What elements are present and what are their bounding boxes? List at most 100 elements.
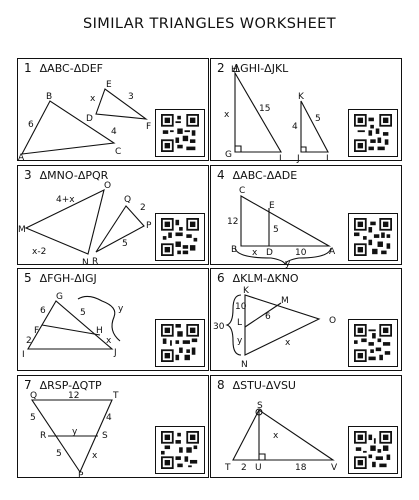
qr-code-box [348, 426, 398, 474]
problem-statement: ΔABC-ΔDEF [39, 62, 103, 75]
segment-fh [41, 324, 101, 336]
problem-number: 8 [217, 378, 225, 392]
vertex-label: L [326, 154, 331, 164]
side-length: 2 [26, 336, 32, 346]
vertex-label: R [40, 431, 46, 441]
vertex-label: T [112, 391, 119, 401]
vertex-label: M [18, 225, 26, 235]
problem-panel-3: 3 ΔMNO-ΔPQR O 4+x M x-2 N Q 2 P 5 R [17, 165, 209, 268]
side-length: 5 [80, 308, 86, 318]
side-length: 6 [28, 120, 34, 130]
triangle-figure: B A C 6 E D F x 3 4 [18, 80, 151, 163]
qr-code [354, 324, 392, 362]
vertex-label: C [115, 147, 121, 157]
problem-header: 1 ΔABC-ΔDEF [24, 61, 103, 75]
side-length: y [118, 304, 124, 314]
side-length: x [92, 451, 98, 461]
problem-header: 3 ΔMNO-ΔPQR [24, 168, 108, 182]
problem-number: 1 [24, 61, 32, 75]
triangle-abc [240, 195, 332, 247]
vertex-label: T [224, 463, 231, 473]
side-length: 5 [30, 413, 36, 423]
side-length: x [106, 336, 112, 346]
qr-code [161, 114, 199, 152]
qr-code [161, 431, 199, 469]
vertex-label: E [269, 201, 275, 211]
problem-statement: ΔGHI-ΔJKL [232, 62, 289, 75]
vertex-label: I [22, 350, 25, 360]
vertex-label: K [298, 92, 305, 102]
vertex-label: G [56, 292, 63, 302]
triangle-abc [21, 100, 116, 155]
brace-y [234, 247, 332, 266]
vertex-label: L [237, 318, 242, 328]
side-length: 6 [265, 312, 271, 322]
vertex-label: B [46, 92, 52, 102]
problem-panel-1: 1 ΔABC-ΔDEF B A C 6 E D F x 3 4 [17, 58, 209, 163]
problem-panel-8: 8 ΔSTU-ΔVSU S x T 2 U 18 V [210, 375, 402, 478]
side-length: 12 [227, 217, 238, 227]
problem-number: 3 [24, 168, 32, 182]
qr-code [354, 431, 392, 469]
vertex-label: Q [124, 195, 131, 205]
right-angle-mark [255, 408, 263, 416]
problem-header: 8 ΔSTU-ΔVSU [217, 378, 296, 392]
side-length: 15 [259, 104, 270, 114]
brace-thirty [225, 294, 242, 356]
side-length: 4 [106, 413, 112, 423]
side-length: 4 [111, 127, 117, 137]
side-length: 18 [295, 463, 307, 473]
vertex-label: J [113, 348, 117, 358]
side-length: x [252, 248, 258, 258]
vertex-label: O [329, 316, 336, 326]
vertex-label: N [241, 360, 248, 370]
triangle-figure: Q 12 T 5 4 R y S 5 x P [30, 391, 119, 481]
qr-code-box [155, 213, 205, 261]
side-length: x-2 [32, 247, 46, 257]
triangle-mno [24, 188, 105, 255]
vertex-label: U [255, 463, 262, 473]
qr-code [354, 218, 392, 256]
right-angle-mark [259, 453, 266, 460]
qr-code [161, 324, 199, 362]
vertex-label: Q [30, 391, 37, 401]
triangle-figure: H x 15 G I K 4 5 J L [224, 65, 331, 164]
vertex-label: A [329, 247, 336, 257]
side-length: 5 [56, 449, 62, 459]
vertex-label: R [92, 257, 98, 267]
side-length: 12 [68, 391, 79, 401]
vertex-label: N [82, 258, 89, 268]
problem-statement: ΔRSP-ΔQTP [39, 379, 102, 392]
qr-code-box [348, 319, 398, 367]
side-length: 4 [292, 122, 298, 132]
side-length: x [285, 338, 291, 348]
side-length: 2 [241, 463, 247, 473]
vertex-label: H [96, 326, 103, 336]
vertex-label: M [281, 296, 289, 306]
triangle-figure: K M 10 L 6 O 30 y N x [213, 286, 336, 370]
worksheet-title: SIMILAR TRIANGLES WORKSHEET [83, 16, 336, 32]
triangle-figure: C 12 E 5 B x D 10 A y [227, 186, 336, 269]
triangle-figure: O 4+x M x-2 N Q 2 P 5 R [18, 181, 152, 268]
qr-code [354, 114, 392, 152]
side-length: y [285, 259, 291, 269]
problem-statement: ΔMNO-ΔPQR [39, 169, 109, 182]
triangle-figure: S x T 2 U 18 V [224, 401, 338, 473]
side-length: 3 [128, 92, 134, 102]
qr-code [161, 218, 199, 256]
vertex-label: S [257, 401, 263, 411]
side-length: y [237, 336, 243, 346]
side-length: x [273, 431, 279, 441]
triangle-ghi [234, 70, 282, 153]
problem-number: 5 [24, 271, 32, 285]
qr-code-box [155, 109, 205, 157]
problem-statement: ΔSTU-ΔVSU [232, 379, 296, 392]
side-length: 2 [140, 203, 146, 213]
vertex-label: F [34, 326, 39, 336]
vertex-label: G [225, 150, 232, 160]
